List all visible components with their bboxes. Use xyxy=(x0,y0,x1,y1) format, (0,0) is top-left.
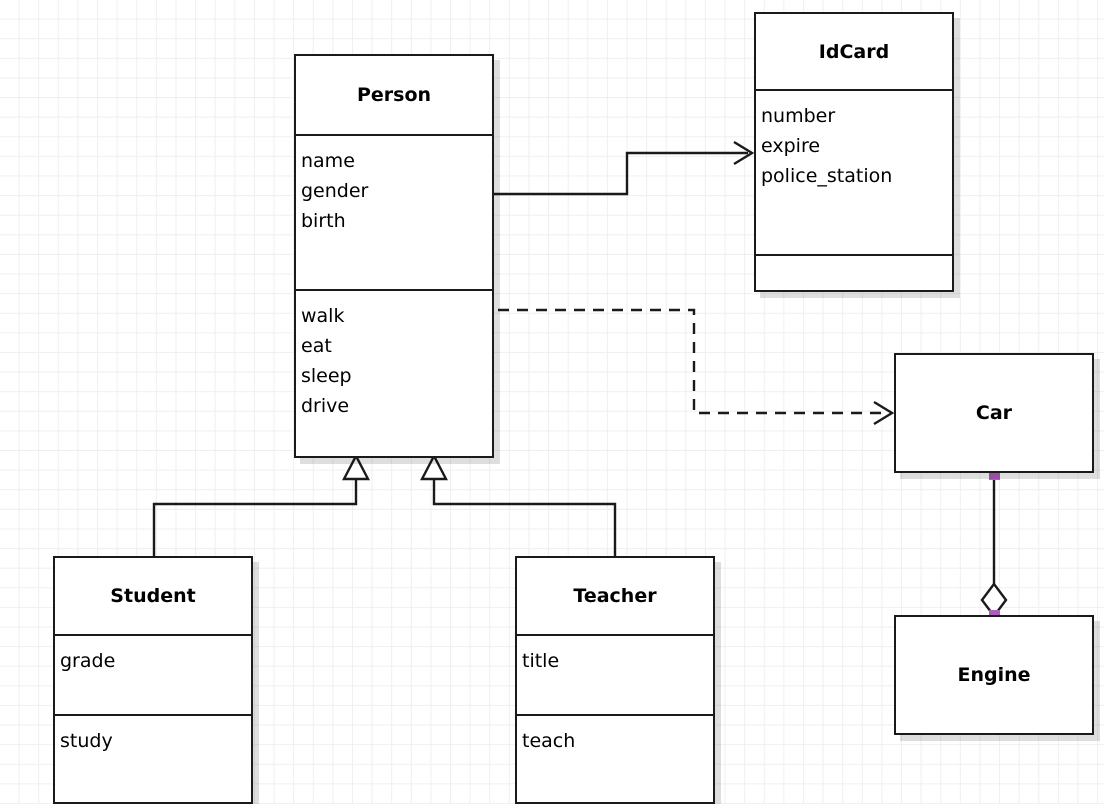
attribute-item: gender xyxy=(301,180,369,202)
association-person-idcard[interactable] xyxy=(493,140,755,196)
attribute-item: title xyxy=(522,650,560,672)
class-box-car[interactable]: Car xyxy=(894,353,1094,473)
attribute-item: expire xyxy=(761,135,821,157)
class-box-engine[interactable]: Engine xyxy=(894,615,1094,735)
class-name-engine: Engine xyxy=(957,664,1031,686)
attributes-teacher: title xyxy=(517,634,713,714)
attribute-item: number xyxy=(761,105,836,127)
class-box-person[interactable]: Person name gender birth walk eat sleep … xyxy=(294,54,494,458)
method-item: study xyxy=(60,730,113,752)
class-box-teacher[interactable]: Teacher title teach xyxy=(515,556,715,804)
dependency-person-car[interactable] xyxy=(498,308,895,426)
attributes-person: name gender birth xyxy=(296,134,492,289)
attributes-idcard: number expire police_station xyxy=(756,89,952,254)
class-name-student: Student xyxy=(110,585,196,607)
attribute-item: name xyxy=(301,150,355,172)
aggregation-car-engine[interactable] xyxy=(980,473,1008,618)
class-name-idcard: IdCard xyxy=(818,40,890,63)
method-item: walk xyxy=(301,305,345,327)
methods-teacher: teach xyxy=(517,714,713,802)
attribute-item: police_station xyxy=(761,165,893,187)
method-item: sleep xyxy=(301,365,352,387)
method-item: teach xyxy=(522,730,576,752)
methods-student: study xyxy=(55,714,251,802)
generalization-student-person[interactable] xyxy=(152,453,370,556)
attribute-item: birth xyxy=(301,210,346,232)
methods-person: walk eat sleep drive xyxy=(296,289,492,456)
class-box-student[interactable]: Student grade study xyxy=(53,556,253,804)
methods-idcard xyxy=(756,254,952,290)
aggregation-handle-car[interactable] xyxy=(989,469,1000,480)
attribute-item: grade xyxy=(60,650,116,672)
generalization-teacher-person[interactable] xyxy=(420,453,617,556)
attributes-student: grade xyxy=(55,634,251,714)
class-name-person: Person xyxy=(356,84,432,106)
class-name-teacher: Teacher xyxy=(573,585,657,607)
class-box-idcard[interactable]: IdCard number expire police_station xyxy=(754,12,954,292)
method-item: drive xyxy=(301,395,350,417)
class-name-car: Car xyxy=(975,402,1013,424)
method-item: eat xyxy=(301,335,332,357)
